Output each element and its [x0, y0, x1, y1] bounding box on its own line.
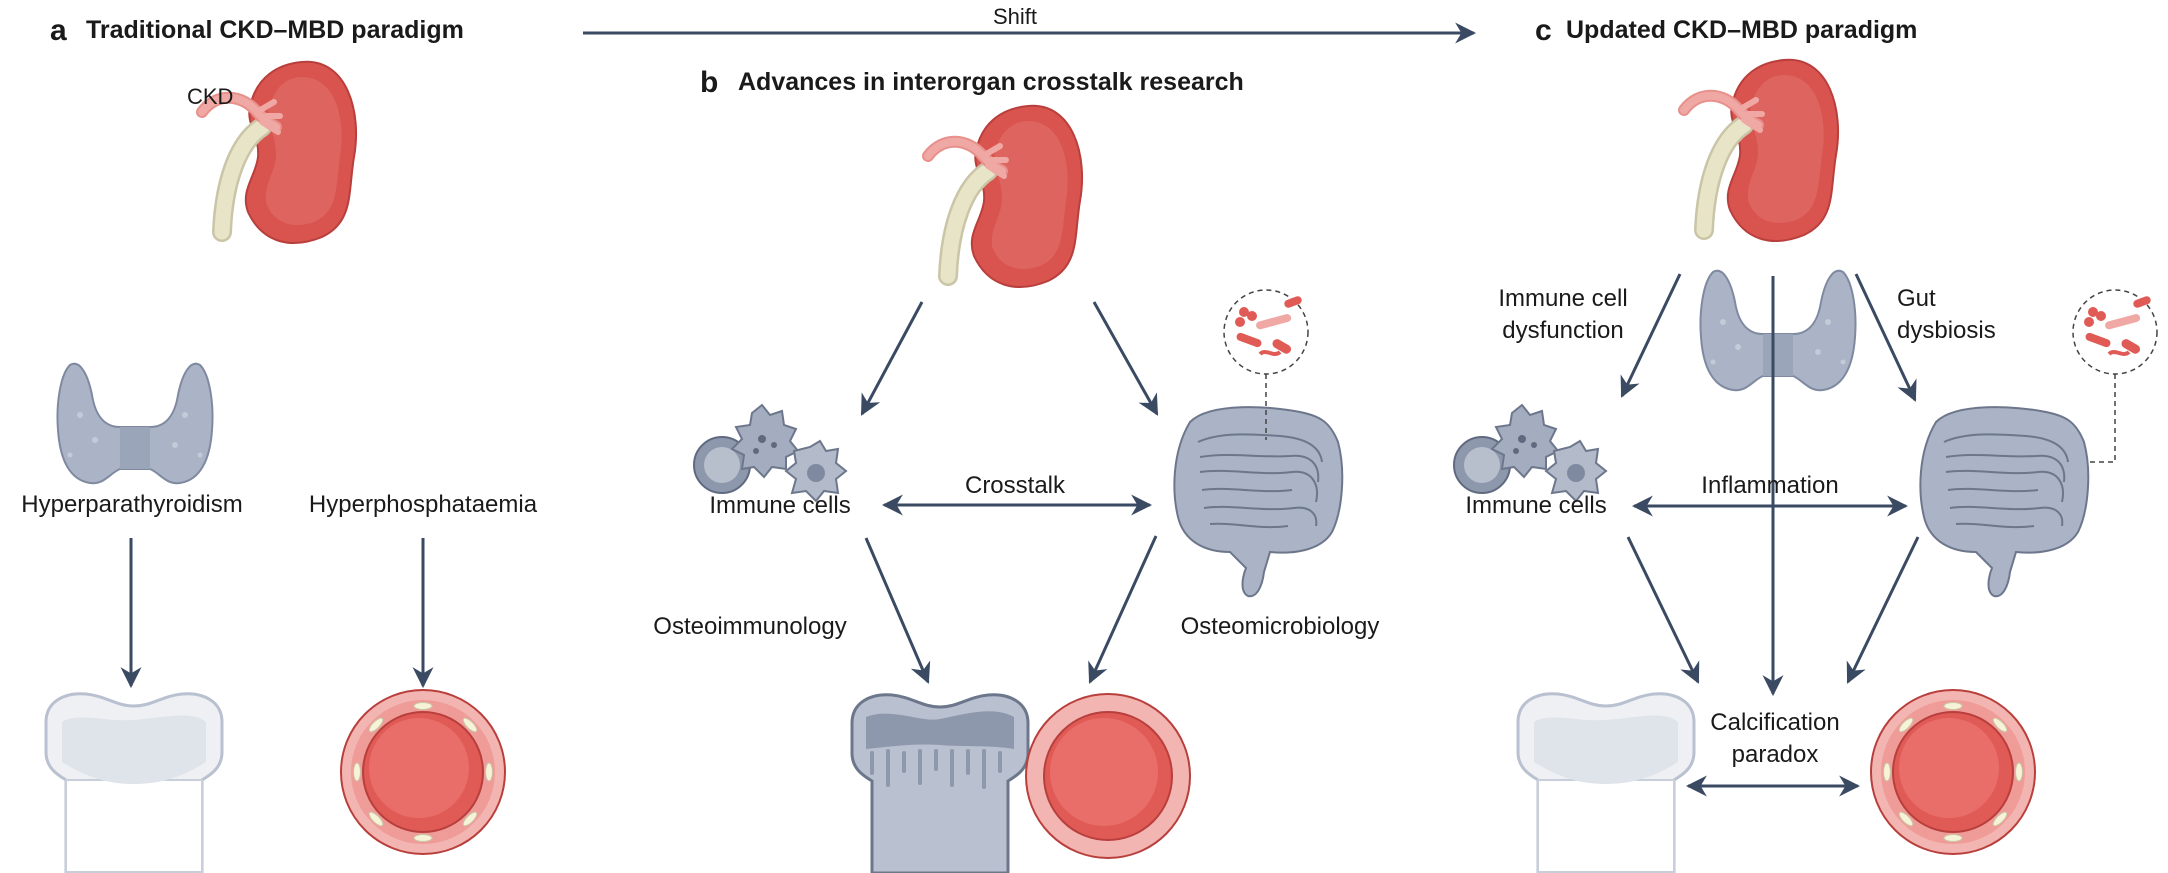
inflammation-label: Inflammation	[1701, 472, 1838, 499]
arrow-gut-vessel-c	[1846, 536, 1920, 684]
panel-a-title: Traditional CKD–MBD paradigm	[86, 16, 464, 44]
microbes-icon	[1222, 288, 1310, 376]
arrow-kidney-gut	[1092, 301, 1159, 416]
blood-vessel-icon	[1025, 693, 1191, 859]
gut-dysbiosis-label-2: dysbiosis	[1897, 317, 1996, 344]
thyroid-icon	[1699, 269, 1857, 392]
crosstalk-label: Crosstalk	[965, 472, 1066, 499]
immune-cells-label: Immune cells	[1465, 492, 1606, 519]
hyperparathyroidism-label: Hyperparathyroidism	[21, 491, 242, 518]
intestine-icon	[1919, 406, 2090, 598]
arrow-kidney-gut-c	[1854, 273, 1917, 402]
arrow-gut-vessel	[1088, 535, 1158, 684]
panel-c-title: Updated CKD–MBD paradigm	[1566, 16, 1917, 44]
immune-cell-dysfunction-label-1: Immune cell	[1498, 285, 1627, 312]
panel-c-letter: c	[1535, 14, 1552, 47]
blood-vessel-icon	[1870, 689, 2036, 855]
immune-cells-icon	[693, 404, 847, 502]
arrow-immune-bone	[864, 537, 931, 684]
microbes-connector	[2088, 374, 2116, 463]
immune-cells-label: Immune cells	[709, 492, 850, 519]
immune-cell-dysfunction-label-2: dysfunction	[1502, 317, 1623, 344]
gut-dysbiosis-label-1: Gut	[1897, 285, 1936, 312]
bone-icon	[1516, 692, 1696, 873]
intestine-icon	[1173, 406, 1344, 598]
immune-cells-icon	[1453, 404, 1607, 502]
microbes-icon	[2071, 288, 2159, 376]
blood-vessel-icon	[340, 689, 506, 855]
bone-icon	[44, 692, 224, 873]
panel-b-letter: b	[700, 66, 718, 99]
panel-a-letter: a	[50, 14, 67, 47]
ckd-label: CKD	[187, 84, 233, 109]
shift-label: Shift	[993, 4, 1037, 29]
bone-icon	[850, 692, 1030, 873]
osteoimmunology-label: Osteoimmunology	[653, 613, 846, 640]
hyperphosphataemia-label: Hyperphosphataemia	[309, 491, 538, 518]
osteomicrobiology-label: Osteomicrobiology	[1181, 613, 1380, 640]
kidney-icon	[1684, 60, 1838, 241]
calcification-paradox-label-2: paradox	[1732, 741, 1819, 768]
arrow-immune-bone-c	[1626, 536, 1700, 684]
arrow-kidney-immune	[860, 301, 924, 416]
arrow-kidney-immune-c	[1620, 273, 1682, 398]
panel-b-title: Advances in interorgan crosstalk researc…	[738, 68, 1244, 96]
calcification-paradox-label-1: Calcification	[1710, 709, 1839, 736]
thyroid-icon	[56, 362, 214, 485]
kidney-icon	[928, 106, 1082, 287]
